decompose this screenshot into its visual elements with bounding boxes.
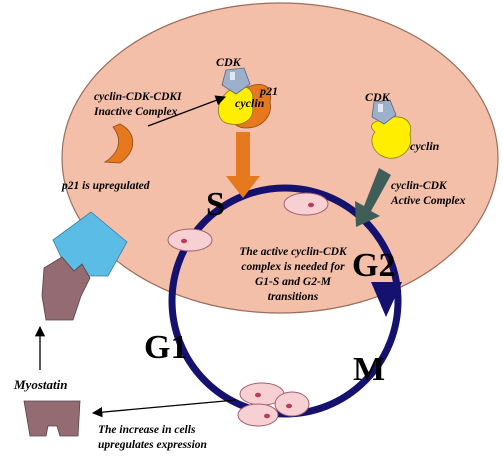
orange-down-arrow-icon xyxy=(226,132,260,198)
cycle-arrowhead-icon xyxy=(371,282,402,317)
phase-g1-label: G1 xyxy=(144,329,187,366)
cdk-right-label: CDK xyxy=(365,90,391,104)
cyclin-right-label: cyclin xyxy=(410,139,440,153)
p21-crescent-icon xyxy=(103,123,134,164)
myostatin-label: Myostatin xyxy=(13,377,67,392)
small-cell-left xyxy=(167,228,213,252)
center-text-line3: G1-S and G2-M xyxy=(255,276,332,288)
myostatin-free-icon xyxy=(23,400,81,437)
active-complex-icon xyxy=(371,99,412,159)
small-cell-top xyxy=(283,192,329,216)
active-complex-label-line1: cyclin-CDK xyxy=(391,180,448,192)
p21-upregulated-label: p21 is upregulated xyxy=(61,180,150,192)
phase-m-label: M xyxy=(353,351,385,388)
increase-label-line1: The increase in cells xyxy=(98,424,196,436)
active-complex-label-line2: Active Complex xyxy=(390,195,466,207)
phase-g2-label: G2 xyxy=(352,247,395,284)
center-text-line1: The active cyclin-CDK xyxy=(239,246,348,258)
inactive-complex-icon xyxy=(218,67,272,129)
complex-pointer-arrow xyxy=(147,95,226,127)
inactive-complex-label-line1: cyclin-CDK-CDKI xyxy=(94,91,182,103)
center-text-line2: complex is needed for xyxy=(241,261,345,273)
center-text-line4: transitions xyxy=(268,291,319,303)
increase-pointer-arrow xyxy=(91,399,237,418)
small-cell-cluster xyxy=(237,382,310,427)
cdk-top-label: CDK xyxy=(216,55,242,69)
phase-s-label: S xyxy=(206,186,225,223)
inactive-complex-label-line2: Inactive Complex xyxy=(93,106,178,118)
increase-label-line2: upregulates expression xyxy=(98,439,207,451)
gray-diagonal-arrow-icon xyxy=(355,168,391,227)
p21-top-label: p21 xyxy=(259,84,278,98)
myostatin-bound-icon xyxy=(41,256,91,321)
cyclin-top-label: cyclin xyxy=(235,96,265,110)
